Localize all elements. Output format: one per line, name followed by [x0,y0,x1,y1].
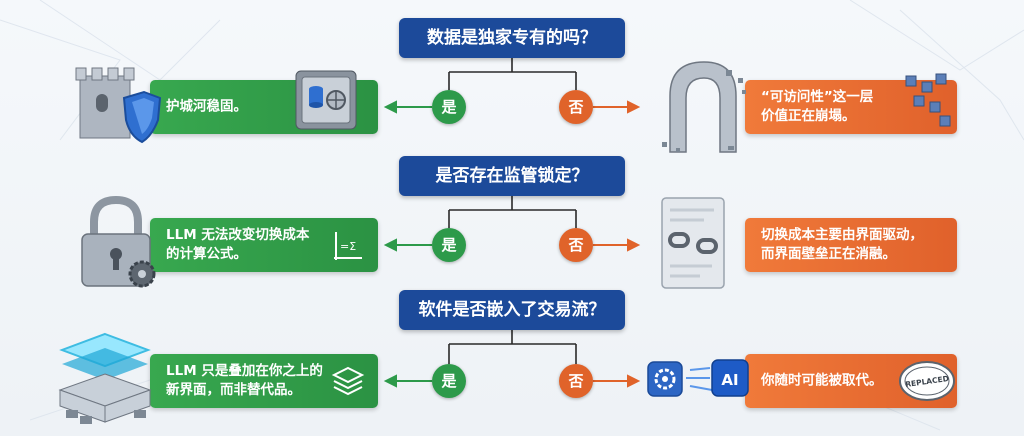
yes-card-2: LLM 无法改变切换成本 的计算公式。 [150,218,378,272]
yes-card-2-line1: LLM 无法改变切换成本 [166,227,310,243]
no-badge-2: 否 [559,228,593,262]
no-card-1-text: “可访问性”这一层 价值正在崩塌。 [761,88,873,126]
no-badge-3: 否 [559,364,593,398]
broken-chain-screen-icon [661,197,725,289]
yes-card-1-text: 护城河稳固。 [166,98,247,115]
no-card-2-text: 切换成本主要由界面驱动， 而界面壁垒正在消融。 [761,226,923,264]
crumbling-arch-icon [662,61,746,153]
yes-card-3-line1: LLM 只是叠加在你之上的 [166,363,323,379]
replaced-stamp-icon: REPLACED [899,361,955,401]
castle-shield-icon [75,67,162,144]
yes-badge-1: 是 [432,90,466,124]
scattered-blocks-icon [905,73,951,127]
no-card-1-line2: 价值正在崩塌。 [761,108,856,124]
padlock-gear-icon [81,196,156,288]
no-card-1-line1: “可访问性”这一层 [761,89,874,105]
ai-badge-text: AI [721,371,738,389]
stacked-layers-server-icon [58,332,152,424]
layers-icon [331,366,365,396]
safe-database-icon [295,70,357,130]
no-card-2-line2: 而界面壁垒正在消融。 [761,246,896,262]
yes-card-2-line2: 的计算公式。 [166,246,247,262]
yes-badge-3: 是 [432,364,466,398]
no-badge-1: 否 [559,90,593,124]
yes-card-3-text: LLM 只是叠加在你之上的 新界面，而非替代品。 [166,362,323,400]
question-2: 是否存在监管锁定？ [399,156,625,196]
svg-text:=Σ: =Σ [340,240,356,253]
yes-card-2-text: LLM 无法改变切换成本 的计算公式。 [166,226,309,264]
no-card-2-line1: 切换成本主要由界面驱动， [761,227,923,243]
question-3: 软件是否嵌入了交易流？ [399,290,625,330]
no-card-2: 切换成本主要由界面驱动， 而界面壁垒正在消融。 [745,218,957,272]
yes-badge-2: 是 [432,228,466,262]
yes-card-3-line2: 新界面，而非替代品。 [166,382,301,398]
gear-to-ai-icon: AI [647,359,749,397]
question-1: 数据是独家专有的吗？ [399,18,625,58]
formula-icon: =Σ [330,228,366,264]
yes-card-3: LLM 只是叠加在你之上的 新界面，而非替代品。 [150,354,378,408]
no-card-3-text: 你随时可能被取代。 [761,372,883,389]
